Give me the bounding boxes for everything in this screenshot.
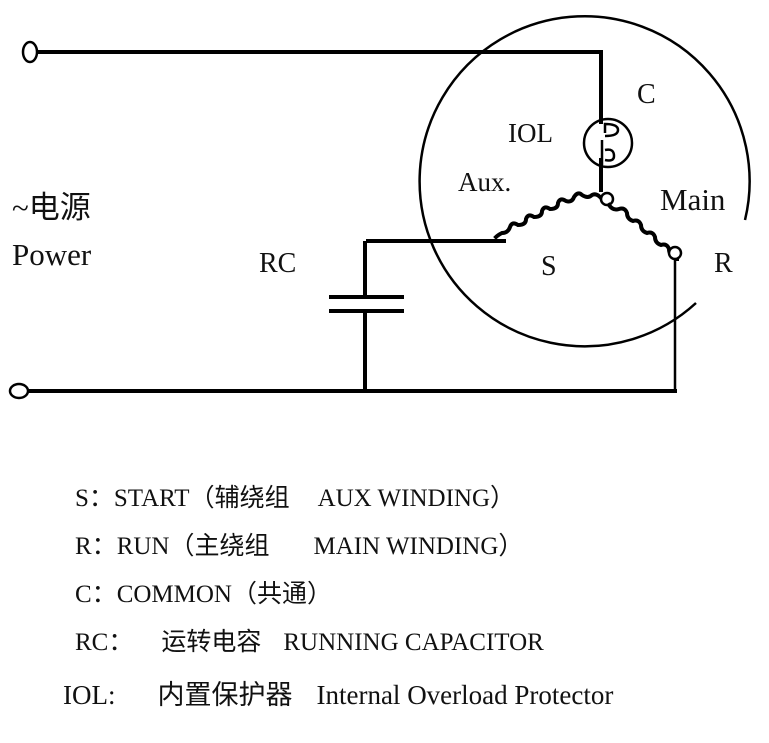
power-label-en: Power	[12, 237, 92, 272]
legend-desc: 内置保护器	[157, 680, 293, 710]
legend-row-start: S：START（辅绕组 AUX WINDING）	[50, 450, 515, 542]
legend-row-capacitor: RC： 运转电容 RUNNING CAPACITOR	[50, 594, 544, 686]
legend-desc-en: RUNNING CAPACITOR	[283, 629, 544, 656]
legend-desc-en: AUX WINDING）	[317, 485, 516, 512]
legend-desc: COMMON（共通）	[116, 581, 332, 608]
legend-key: C：	[75, 581, 117, 608]
legend-desc-en: Internal Overload Protector	[316, 680, 614, 710]
capacitor-label: RC	[259, 248, 296, 279]
iol-contact-lower	[600, 140, 616, 165]
legend-row-iol: IOL: 内置保护器 Internal Overload Protector	[36, 642, 613, 743]
legend-key: S：	[75, 485, 114, 512]
aux-winding-coil	[493, 191, 603, 240]
legend-desc: 运转电容	[161, 629, 262, 656]
main-label: Main	[660, 182, 726, 217]
run-terminal	[667, 245, 683, 261]
iol-protector-symbol	[582, 117, 634, 169]
run-label: R	[714, 248, 733, 279]
legend-row-common: C：COMMON（共通）	[50, 546, 332, 638]
power-terminal-bottom	[8, 382, 30, 400]
motor-housing-outline	[418, 15, 751, 348]
legend-desc: RUN（主绕组	[116, 533, 270, 560]
legend-desc: START（辅绕组	[113, 485, 290, 512]
legend-key: RC：	[75, 629, 134, 656]
legend-desc-en: MAIN WINDING）	[313, 533, 524, 560]
iol-contact-upper	[603, 122, 620, 138]
common-terminal	[599, 191, 615, 207]
aux-label: Aux.	[458, 167, 511, 197]
legend-row-run: R：RUN（主绕组 MAIN WINDING）	[50, 498, 523, 590]
power-label-cn: ~电源	[12, 190, 91, 225]
power-terminal-top	[21, 40, 39, 64]
iol-label: IOL	[508, 118, 553, 148]
legend-key: IOL:	[63, 680, 116, 710]
start-label: S	[541, 251, 557, 282]
compressor-wiring-diagram: ~电源 Power RC IOL C Aux. Main S R	[8, 15, 751, 400]
legend-key: R：	[75, 533, 117, 560]
common-label: C	[637, 79, 656, 110]
